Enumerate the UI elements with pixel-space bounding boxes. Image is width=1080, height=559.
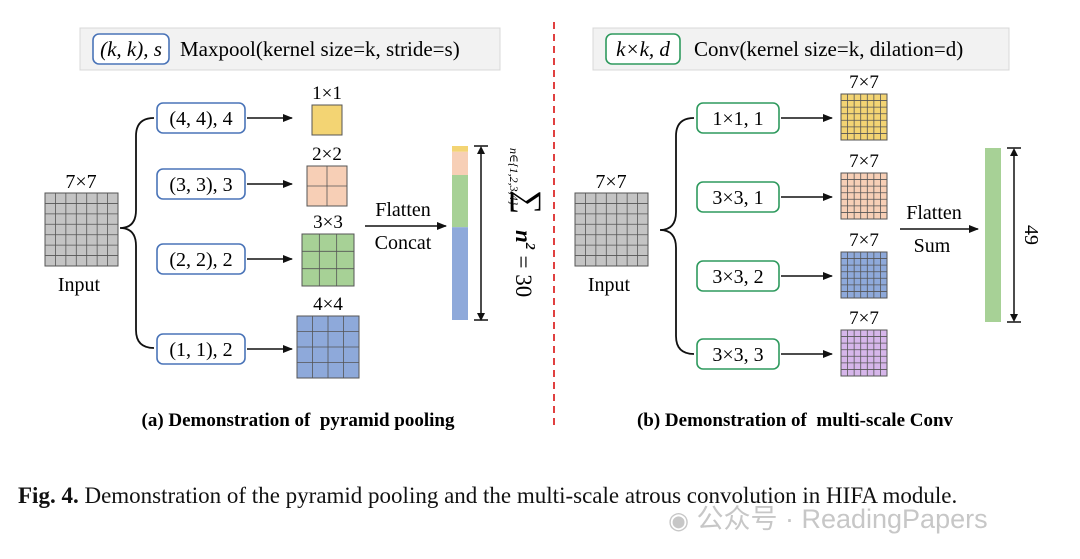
right-output-grid-cell-area xyxy=(840,172,888,220)
left-vector-segment xyxy=(452,151,468,175)
left-subcaption: (a) Demonstration of pyramid pooling xyxy=(142,410,455,431)
right-brace xyxy=(659,117,695,355)
left-concat-vector xyxy=(452,146,468,320)
right-branch-2: 3×3, 1 7×7 xyxy=(696,151,888,220)
left-output-grid-cell-area xyxy=(311,104,343,136)
right-length-label: 49 xyxy=(1020,225,1042,245)
left-output-grid-cell-area xyxy=(301,233,355,287)
right-output-grid xyxy=(840,172,888,220)
right-branch-label: 3×3, 3 xyxy=(712,344,763,366)
left-output-grid xyxy=(301,233,355,287)
right-branch-box xyxy=(696,181,780,213)
left-branch-box xyxy=(156,102,246,134)
right-input-label: Input xyxy=(588,274,631,296)
left-output-size: 2×2 xyxy=(312,144,342,165)
left-branch-3: (2, 2), 2 3×3 xyxy=(156,212,355,287)
left-legend-box-text: (k, k), s xyxy=(100,37,162,61)
left-op-concat: Concat xyxy=(375,232,432,254)
right-input-cell-cell-area xyxy=(574,192,649,267)
left-output-grid xyxy=(311,104,343,136)
left-input-label: Input xyxy=(58,274,101,296)
right-subcaption: (b) Demonstration of multi-scale Conv xyxy=(637,410,954,431)
left-vector-segment xyxy=(452,175,468,228)
right-op-flatten: Flatten xyxy=(906,202,962,224)
watermark: ◉ 公众号 · ReadingPapers xyxy=(668,497,988,536)
right-legend-box xyxy=(605,33,681,65)
figure-diagram: (k, k), s Maxpool(kernel size=k, stride=… xyxy=(44,22,1042,431)
right-branch-box xyxy=(696,102,780,134)
right-panel: k×k, d Conv(kernel size=k, dilation=d) 7… xyxy=(574,27,1042,431)
right-output-grid xyxy=(840,93,888,141)
left-sum-formula: n∈{1,2,3,4} ∑ n2 = 30 xyxy=(507,148,547,297)
right-output-size: 7×7 xyxy=(849,308,879,329)
left-branch-2: (3, 3), 3 2×2 xyxy=(156,144,348,207)
sum-value: n2 = 30 xyxy=(511,230,537,297)
right-output-size: 7×7 xyxy=(849,151,879,172)
left-legend-box xyxy=(92,33,170,65)
wechat-icon: ◉ xyxy=(668,507,689,535)
left-output-size: 4×4 xyxy=(313,294,343,315)
left-branch-4: (1, 1), 2 4×4 xyxy=(156,294,360,379)
right-branch-label: 1×1, 1 xyxy=(712,108,763,130)
right-output-grid-cell-area xyxy=(840,329,888,377)
sum-index: n∈{1,2,3,4} xyxy=(507,148,521,206)
left-input-size: 7×7 xyxy=(65,171,96,193)
left-branch-box xyxy=(156,333,246,365)
left-branch-label: (1, 1), 2 xyxy=(169,339,232,361)
right-output-grid-cell-area xyxy=(840,251,888,299)
right-branch-box xyxy=(696,260,780,292)
left-output-size: 3×3 xyxy=(313,212,343,233)
sum-symbol: ∑ xyxy=(510,190,547,214)
right-legend-text: Conv(kernel size=k, dilation=d) xyxy=(694,37,963,61)
right-legend-box-text: k×k, d xyxy=(616,37,670,61)
right-branch-4: 3×3, 3 7×7 xyxy=(696,308,888,377)
right-input-size: 7×7 xyxy=(595,171,626,193)
right-branch-label: 3×3, 1 xyxy=(712,187,763,209)
left-branch-label: (2, 2), 2 xyxy=(169,249,232,271)
right-output-grid xyxy=(840,329,888,377)
left-brace xyxy=(119,117,155,349)
right-sum-vector xyxy=(985,148,1001,322)
right-output-size: 7×7 xyxy=(849,230,879,251)
left-branch-1: (4, 4), 4 1×1 xyxy=(156,83,343,136)
right-op-sum: Sum xyxy=(914,235,951,257)
left-output-size: 1×1 xyxy=(312,83,342,104)
right-output-grid xyxy=(840,251,888,299)
left-output-grid xyxy=(296,315,360,379)
left-legend-text: Maxpool(kernel size=k, stride=s) xyxy=(180,37,460,61)
left-op-flatten: Flatten xyxy=(375,199,431,221)
left-panel: (k, k), s Maxpool(kernel size=k, stride=… xyxy=(44,27,547,431)
right-output-grid-cell-area xyxy=(840,93,888,141)
figure-caption: Fig. 4. Demonstration of the pyramid poo… xyxy=(18,480,1068,511)
right-branch-3: 3×3, 2 7×7 xyxy=(696,230,888,299)
left-branch-box xyxy=(156,168,246,200)
right-branch-label: 3×3, 2 xyxy=(712,266,763,288)
left-branch-box xyxy=(156,243,246,275)
right-branch-box xyxy=(696,338,780,370)
left-input-cell xyxy=(44,192,119,267)
caption-text: Demonstration of the pyramid pooling and… xyxy=(84,483,958,508)
right-input-cell xyxy=(574,192,649,267)
left-output-grid xyxy=(306,165,348,207)
left-input-grid xyxy=(44,192,119,267)
right-output-size: 7×7 xyxy=(849,72,879,93)
right-branch-1: 1×1, 1 7×7 xyxy=(696,72,888,141)
right-input-grid xyxy=(574,192,649,267)
left-input-cell-cell-area xyxy=(44,192,119,267)
left-vector-segment xyxy=(452,227,468,320)
left-vector-segment xyxy=(452,146,468,152)
left-branch-label: (4, 4), 4 xyxy=(169,108,232,130)
figure-label: Fig. 4. xyxy=(18,483,79,508)
left-branch-label: (3, 3), 3 xyxy=(169,174,232,196)
watermark-text: 公众号 · ReadingPapers xyxy=(696,504,988,534)
